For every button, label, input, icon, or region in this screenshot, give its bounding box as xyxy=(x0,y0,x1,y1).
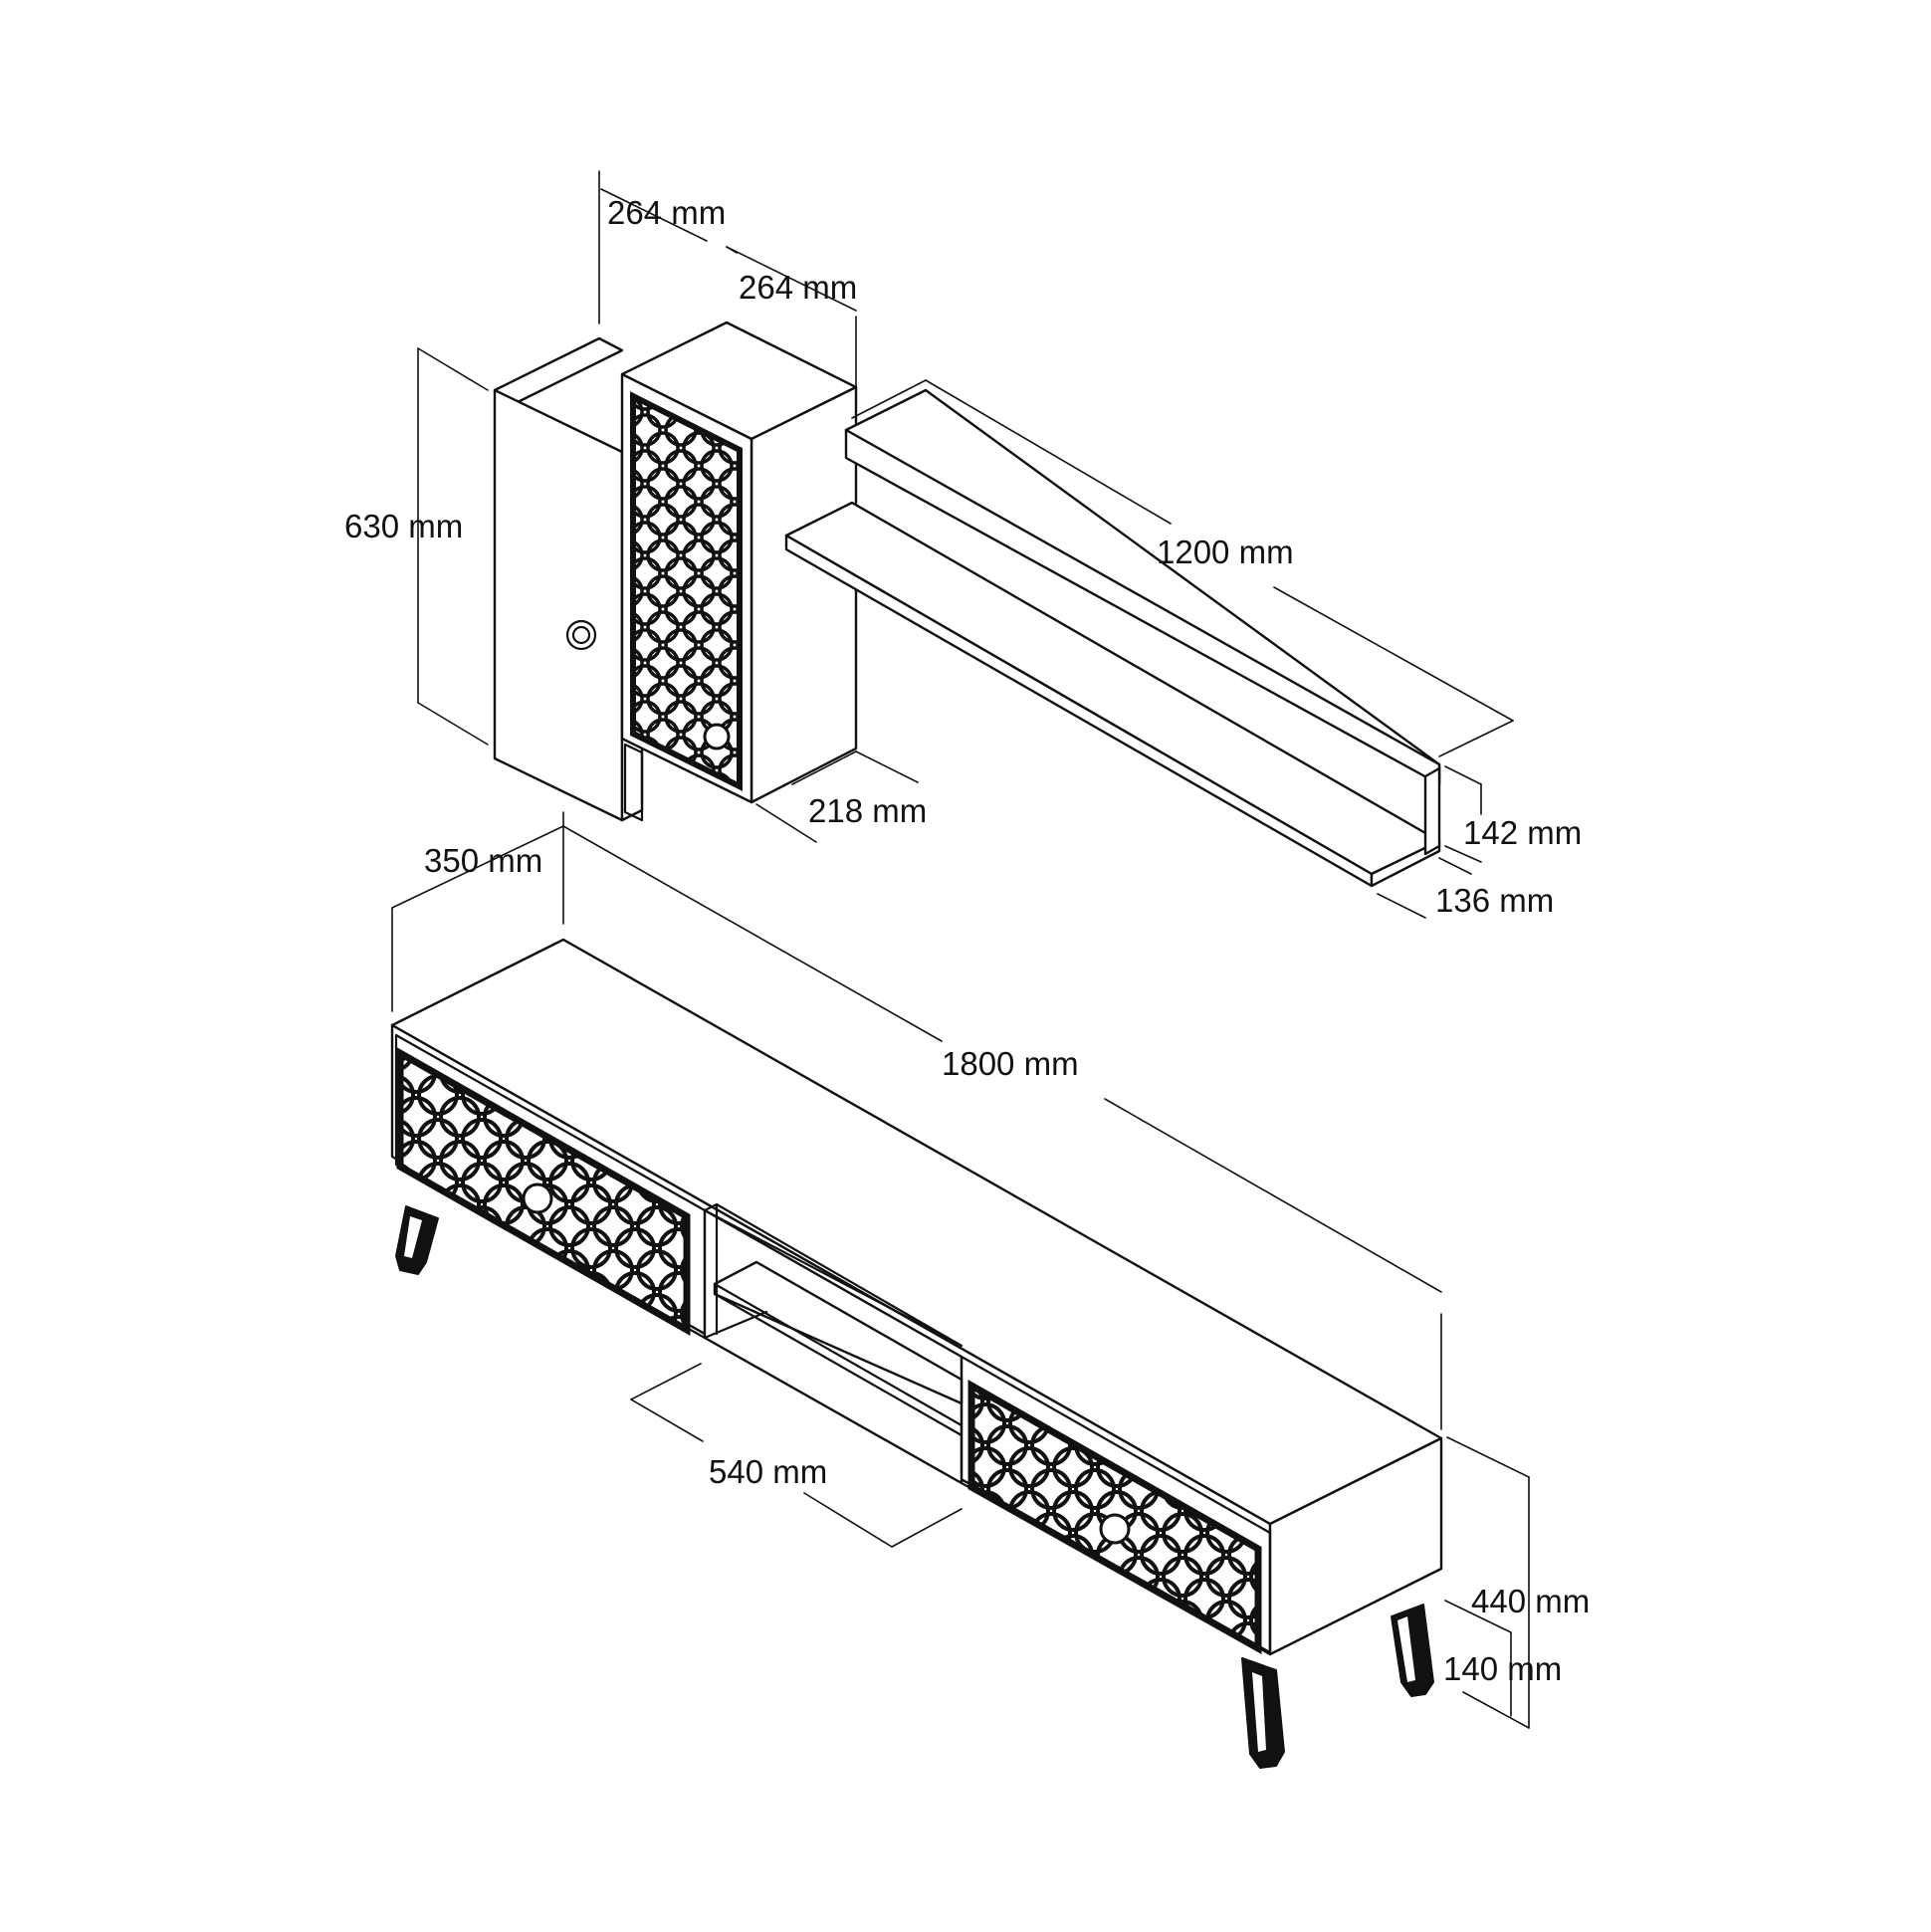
right-cabinet-knob-icon xyxy=(703,723,731,751)
shelf-end-panel xyxy=(1423,766,1441,856)
right-cabinet-lattice-door xyxy=(630,391,743,791)
left-cabinet-top xyxy=(493,336,624,404)
label-cabinet-height: 630 mm xyxy=(344,508,463,544)
leg-back-right xyxy=(1391,1604,1434,1697)
label-shelf-depth: 136 mm xyxy=(1435,882,1554,919)
left-wall-cabinet xyxy=(493,336,644,822)
right-door-knob-icon xyxy=(1099,1513,1131,1545)
label-cabinet-width: 218 mm xyxy=(808,792,927,829)
dimension-labels: 264 mm 264 mm 630 mm 1200 mm 218 mm 142 … xyxy=(344,194,1590,1687)
label-tv-unit-length: 1800 mm xyxy=(942,1045,1079,1082)
tv-unit-legs xyxy=(395,1205,1434,1769)
label-tv-unit-height: 440 mm xyxy=(1471,1583,1590,1619)
label-shelf-length: 1200 mm xyxy=(1157,534,1294,570)
tv-unit xyxy=(390,938,1443,1769)
label-shelf-height: 142 mm xyxy=(1463,814,1582,851)
right-cabinet-plinth xyxy=(623,743,644,822)
wall-shelf xyxy=(784,388,1441,888)
label-tv-unit-depth: 350 mm xyxy=(424,842,542,879)
left-cabinet-knob-icon xyxy=(565,619,597,651)
wall-cabinets xyxy=(493,321,858,822)
label-middle-section-width: 540 mm xyxy=(709,1453,827,1490)
left-cabinet-door xyxy=(493,388,624,822)
right-wall-cabinet xyxy=(620,321,858,822)
left-door-knob-icon xyxy=(522,1182,553,1214)
shelf-base-end xyxy=(1370,839,1441,888)
label-cabinet-right-depth: 264 mm xyxy=(739,269,857,306)
right-cabinet-side xyxy=(750,385,858,804)
leg-back-left xyxy=(395,1205,439,1275)
label-cabinet-left-depth: 264 mm xyxy=(607,194,726,231)
dimension-lines xyxy=(391,170,1530,1729)
shelf-base-edge xyxy=(784,534,1374,888)
open-middle-section xyxy=(703,1202,964,1485)
label-leg-height: 140 mm xyxy=(1443,1650,1562,1687)
